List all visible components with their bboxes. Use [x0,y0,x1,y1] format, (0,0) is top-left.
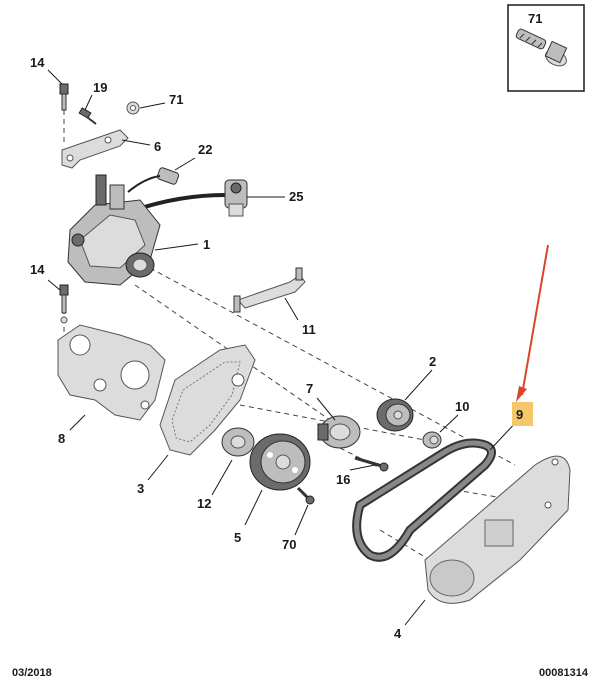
flange-bolt-icon [515,28,568,67]
nut-71 [126,101,140,115]
callout-10: 10 [455,399,469,414]
leader-lines [47,69,519,626]
callout-8: 8 [58,431,65,446]
timing-belt-9 [352,438,496,562]
callout-11: 11 [302,322,316,337]
high-pressure-pump-1 [67,174,161,286]
callout-2: 2 [429,354,436,369]
bolt-70 [296,486,315,505]
inset-box: 71 [507,4,585,92]
callout-3: 3 [137,481,144,496]
callout-12: 12 [197,496,211,511]
callout-7: 7 [306,381,313,396]
callout-70: 70 [282,537,296,552]
red-pointer-arrow [516,244,549,402]
bolt-19 [78,107,97,125]
inner-timing-cover-3 [159,344,256,456]
callout-14-mid: 14 [30,262,45,277]
callout-9-highlight [512,402,533,426]
pump-bracket-8 [57,324,166,421]
callout-5: 5 [234,530,241,545]
bracket-6 [61,129,129,169]
tensioner-7 [317,415,361,449]
outer-timing-cover-4 [424,455,571,604]
callout-1: 1 [203,237,210,252]
callout-19: 19 [93,80,107,95]
callout-71: 71 [169,92,183,107]
pump-sprocket-5 [249,433,311,491]
callout-16: 16 [336,472,350,487]
footer-code: 00081314 [539,667,588,679]
footer-date: 03/2018 [12,667,52,679]
bolt-14-mid [59,284,69,324]
callout-4: 4 [394,626,402,641]
bolt-14-top [59,83,69,111]
idler-pulley-2 [376,398,414,432]
callout-9: 9 [516,407,523,422]
callout-14-top: 14 [30,55,45,70]
hub-12 [221,427,255,457]
callout-25: 25 [289,189,303,204]
valve-25 [134,179,248,217]
callout-71-inset: 71 [528,11,542,26]
callout-22: 22 [198,142,212,157]
bolt-16 [354,456,389,472]
sensor-22 [127,167,180,193]
callout-6: 6 [154,139,161,154]
bracket-11 [233,267,306,313]
roller-10 [422,431,442,449]
